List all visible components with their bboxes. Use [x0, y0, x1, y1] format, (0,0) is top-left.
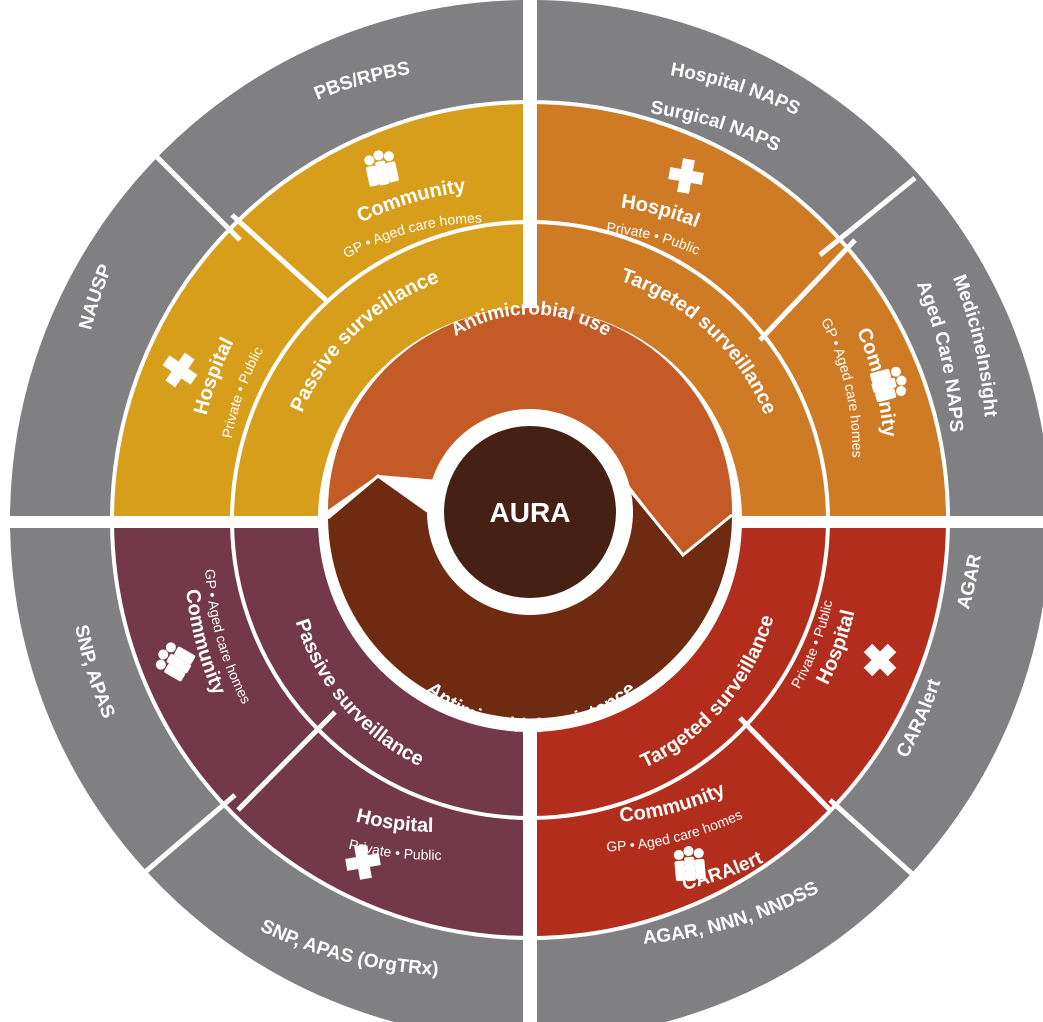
br-community-people-icon [673, 846, 706, 882]
bl-hospital-cross-icon [345, 844, 381, 880]
hospital-cross-icons [162, 158, 897, 880]
community-people-icons [155, 150, 907, 882]
aura-label: AURA [490, 497, 571, 528]
radial-dividers [128, 148, 932, 892]
br-hospital-cross-icon [863, 643, 897, 677]
tr-community-people-icon [869, 366, 907, 403]
tl-hospital-cross-icon [162, 352, 198, 388]
aura-circle [444, 426, 616, 598]
tr-hospital-cross-icon [668, 158, 704, 194]
tl-community-people-icon [364, 150, 399, 187]
bl-community-people-icon [155, 642, 196, 682]
